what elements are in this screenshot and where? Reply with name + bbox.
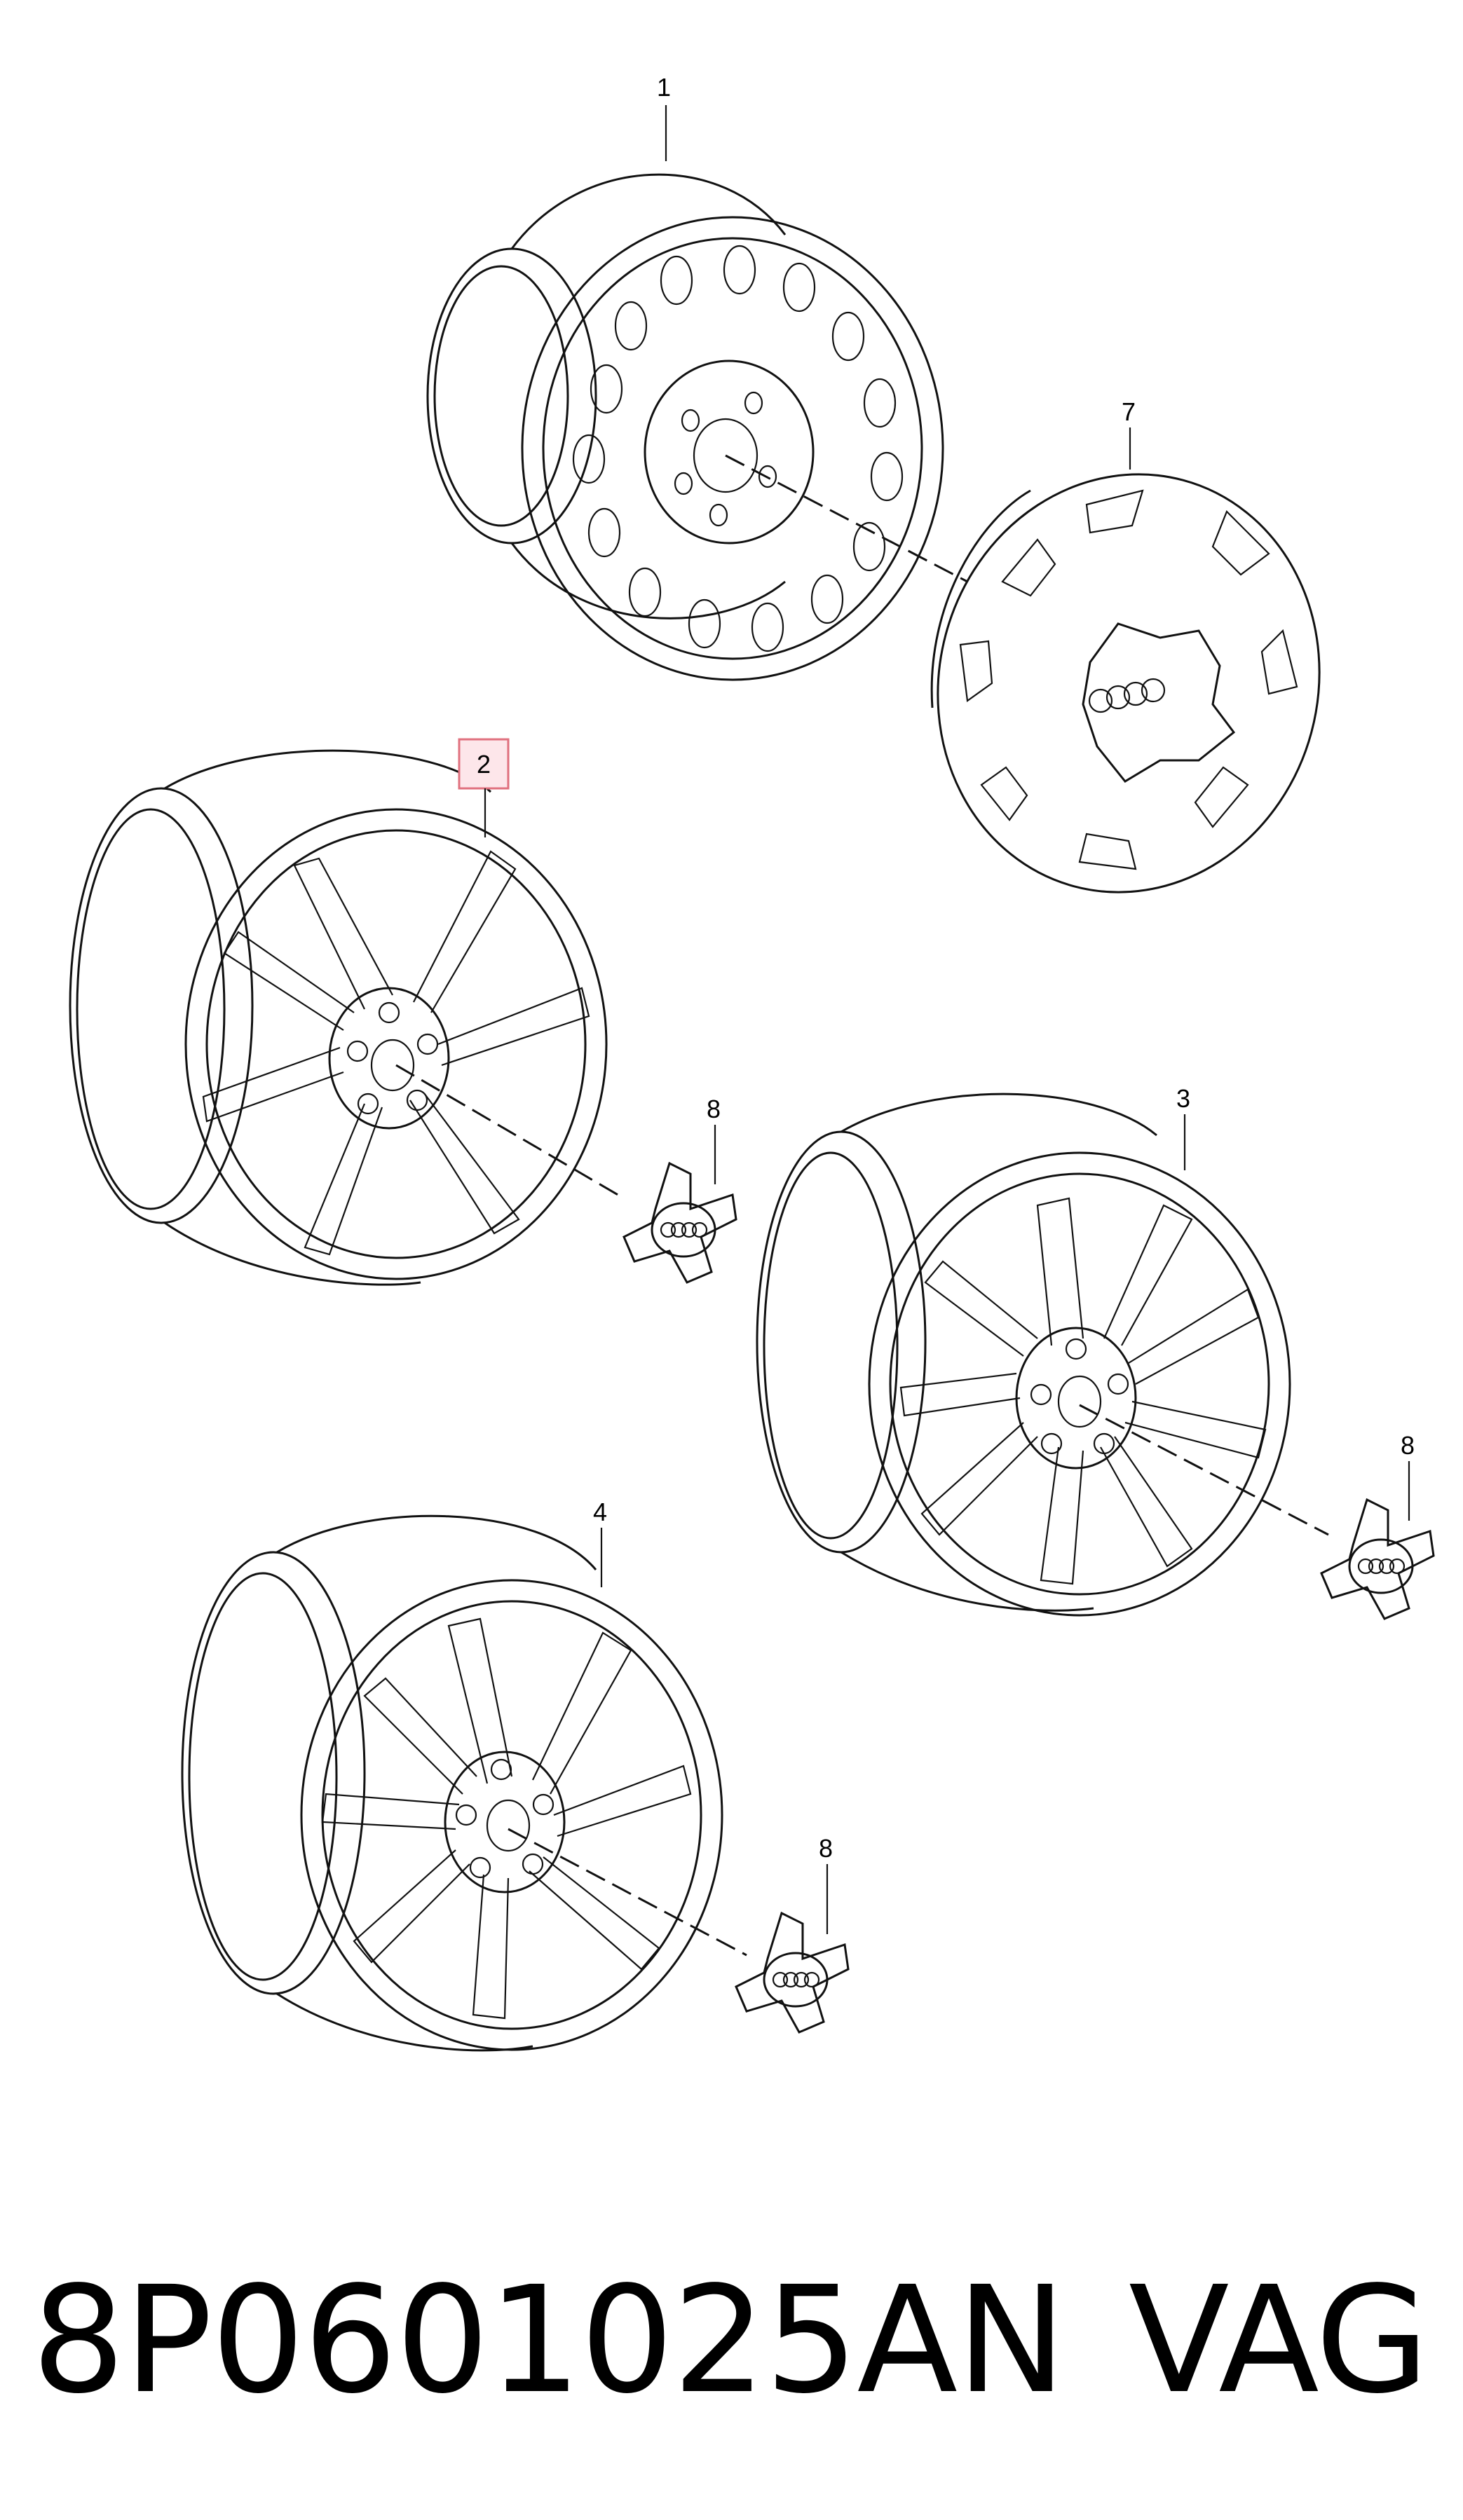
brand-rings-logo — [1088, 678, 1166, 713]
hubcap-7[interactable] — [892, 431, 1366, 935]
wheel-3-spokes — [899, 1197, 1267, 1585]
alloy-wheel-4[interactable] — [181, 1514, 723, 2052]
callout-8a[interactable]: 8 — [707, 1095, 721, 1123]
callout-3[interactable]: 3 — [1176, 1084, 1190, 1113]
center-cap-8a[interactable] — [622, 1161, 737, 1284]
part-number: 8P0601025AN — [32, 2254, 1066, 2426]
center-cap-8b[interactable] — [1320, 1498, 1435, 1620]
callout-4[interactable]: 4 — [593, 1498, 607, 1526]
wheel-4-spokes — [321, 1617, 692, 2020]
wheel-2-spokes — [202, 850, 590, 1256]
alloy-wheel-2[interactable] — [69, 749, 608, 1286]
center-cap-8c[interactable] — [735, 1911, 850, 2034]
callout-8c[interactable]: 8 — [819, 1834, 833, 1863]
callout-1[interactable]: 1 — [657, 73, 671, 102]
callout-2-highlight — [458, 738, 510, 790]
leader-4-to-8 — [508, 1828, 747, 1957]
steel-wheel-1[interactable] — [426, 173, 944, 681]
vent-holes — [572, 245, 904, 652]
leader-1-to-7 — [725, 454, 968, 583]
leader-2-to-8 — [395, 1064, 625, 1200]
callout-2[interactable]: 2 — [477, 750, 491, 779]
callout-8b[interactable]: 8 — [1401, 1431, 1415, 1460]
alloy-wheel-3[interactable] — [756, 1093, 1291, 1617]
leader-3-to-8 — [1079, 1404, 1329, 1536]
callout-7[interactable]: 7 — [1122, 397, 1136, 426]
brand-label: VAG — [1129, 2254, 1429, 2426]
part-number-footer: 8P0601025AN VAG — [0, 2254, 1463, 2426]
